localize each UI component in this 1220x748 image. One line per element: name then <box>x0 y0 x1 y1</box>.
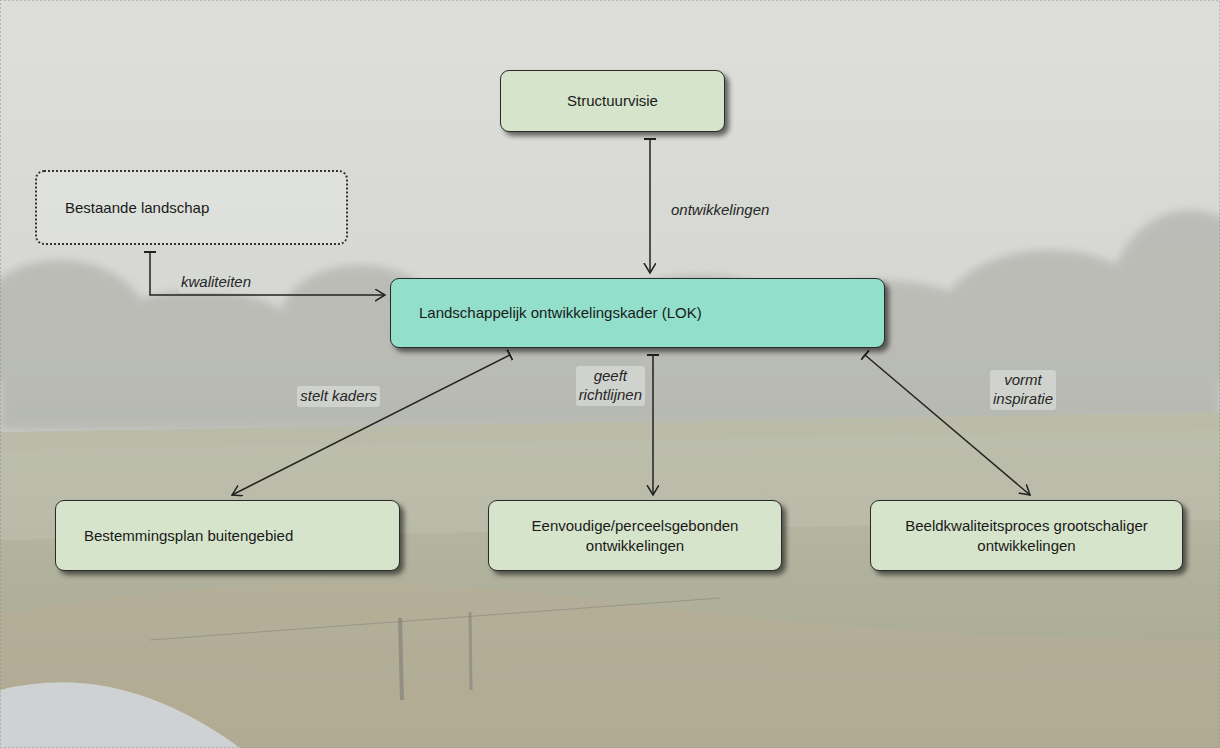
source-box: Bestaande landschap <box>35 170 348 245</box>
connector-arrow <box>232 355 510 495</box>
node-text: Structuurvisie <box>515 91 710 111</box>
edge-label: vormt inspiratie <box>990 370 1056 410</box>
connector-arrow <box>652 355 654 495</box>
central-box: Landschappelijk ontwikkelingskader (LOK) <box>390 278 885 348</box>
process-box: Structuurvisie <box>500 70 725 132</box>
node-text: Landschappelijk ontwikkelingskader (LOK) <box>419 303 870 323</box>
edge-label: geeft richtlijnen <box>576 366 645 406</box>
result-box: Eenvoudige/perceelsgebonden ontwikkeling… <box>488 500 782 571</box>
node-text: Beeldkwaliteitsproces grootschaliger ont… <box>885 516 1168 555</box>
connector-arrow <box>150 252 385 295</box>
node-text: Eenvoudige/perceelsgebonden ontwikkeling… <box>503 516 767 555</box>
edge-label: stelt kaders <box>297 386 380 407</box>
edge-label: kwaliteiten <box>178 272 254 293</box>
connector-arrow <box>649 139 651 273</box>
node-text: Bestaande landschap <box>65 198 332 218</box>
result-box: Beeldkwaliteitsproces grootschaliger ont… <box>870 500 1183 571</box>
node-text: Bestemmingsplan buitengebied <box>84 526 385 546</box>
result-box: Bestemmingsplan buitengebied <box>55 500 400 571</box>
edge-label: ontwikkelingen <box>668 200 772 221</box>
